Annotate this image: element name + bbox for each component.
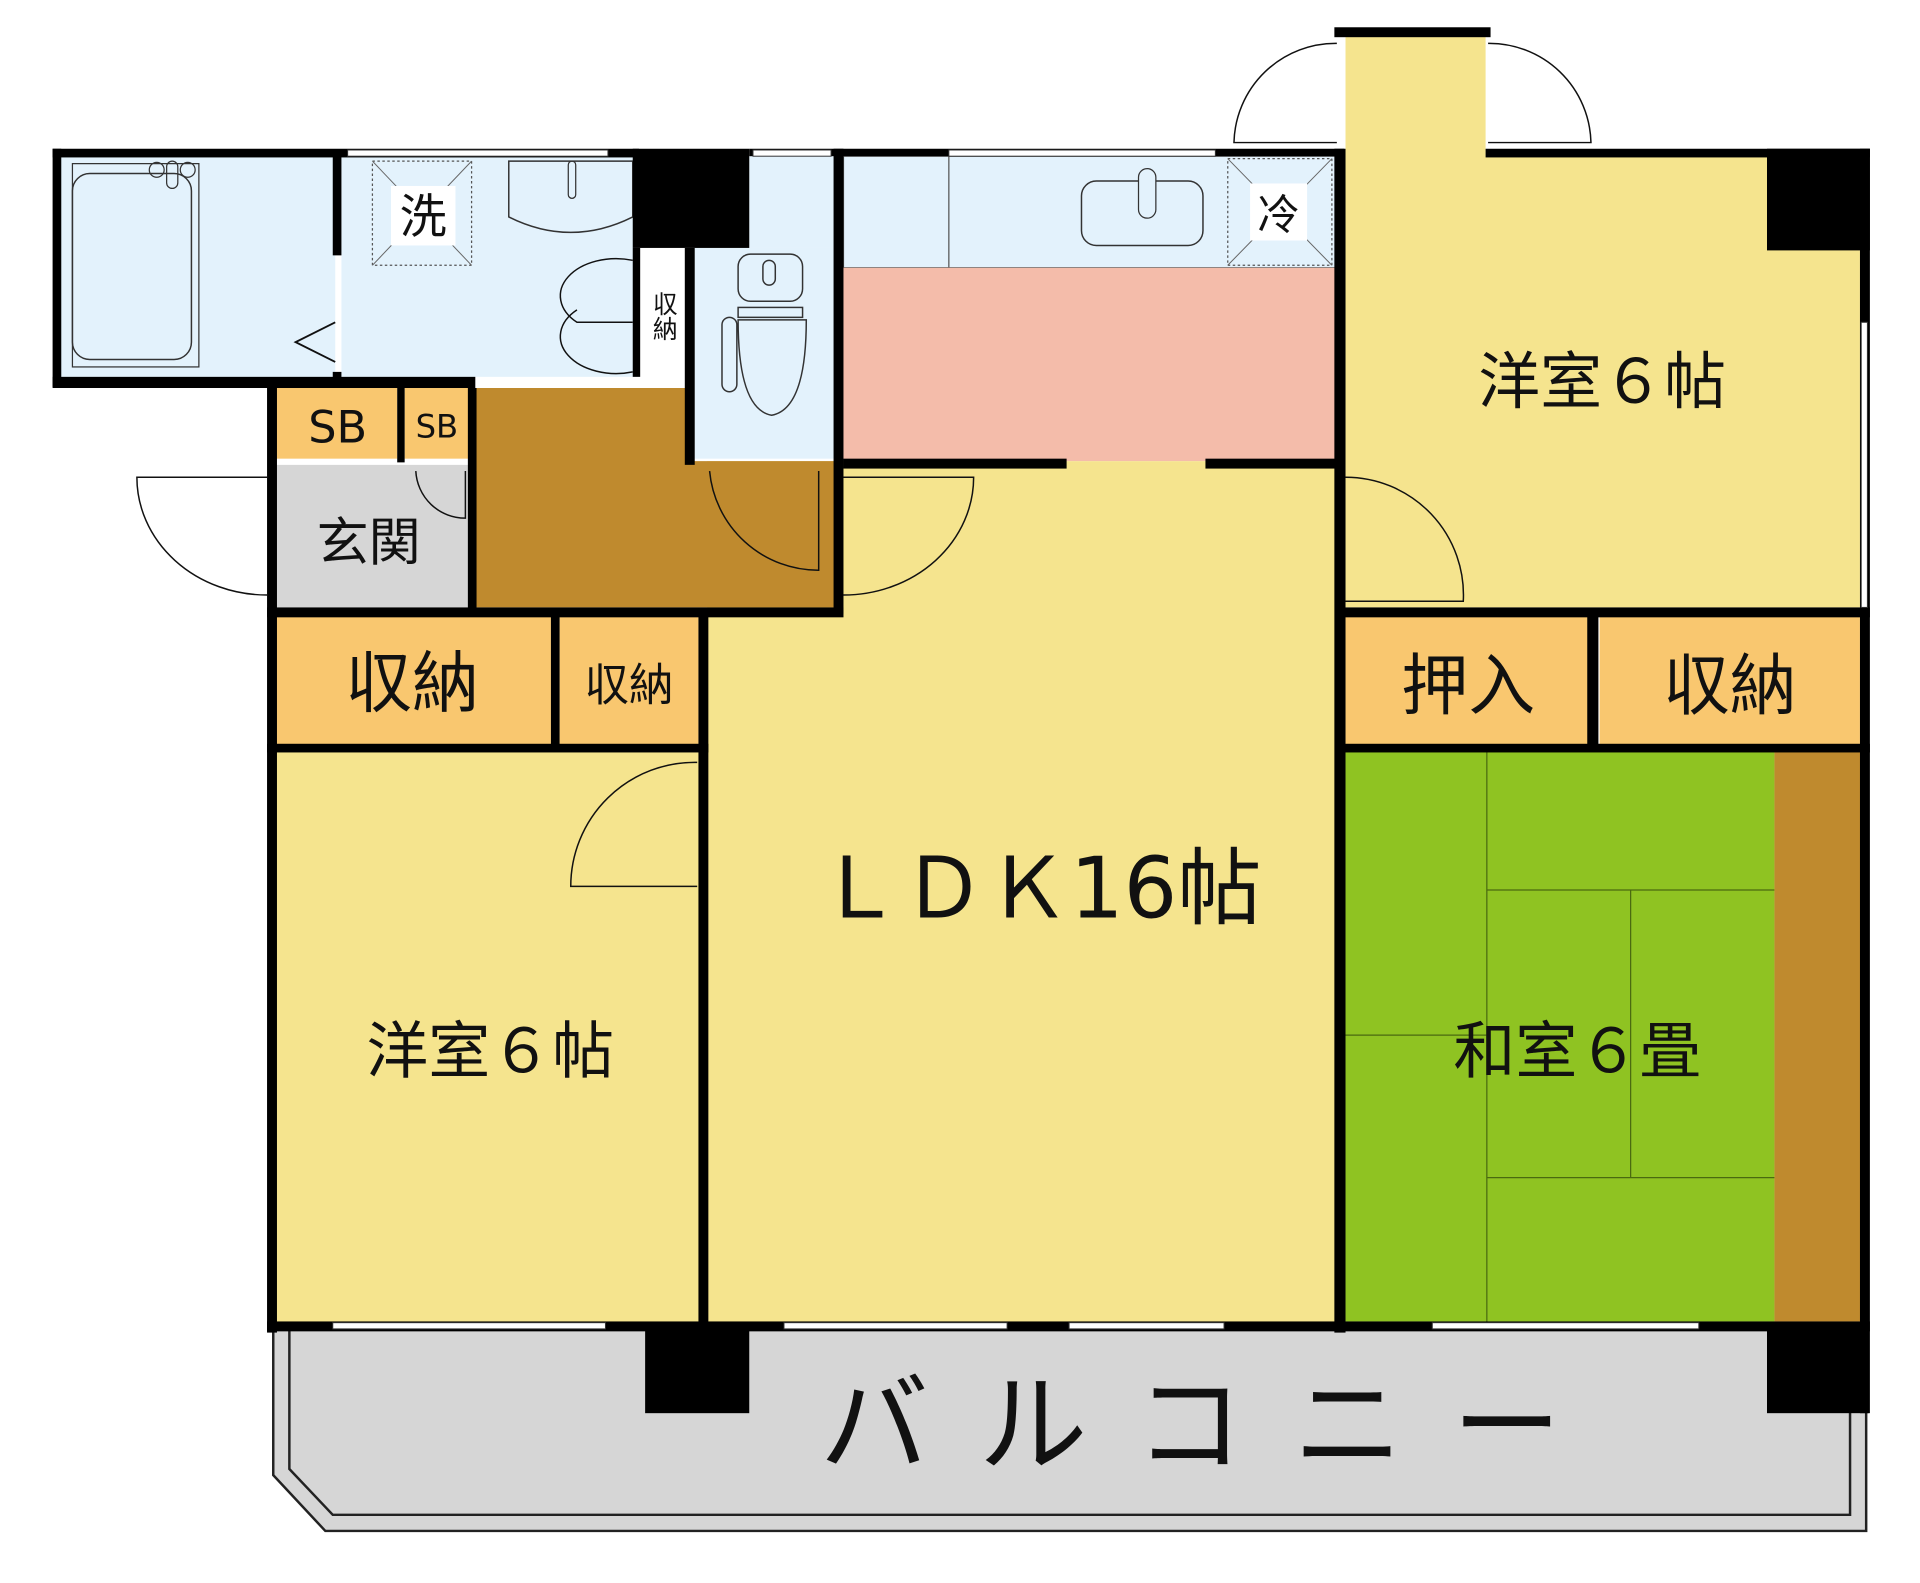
hallway <box>475 388 839 608</box>
washroom <box>341 156 639 377</box>
kitchen-floor <box>843 267 1337 462</box>
storage-washroom-label: 収納 <box>649 291 678 341</box>
balcony-label: バルコニー <box>820 1362 1611 1489</box>
storage-left-small-label: 収納 <box>584 659 673 711</box>
japanese-room-label: 和室６畳 <box>1453 1014 1701 1087</box>
washer-label: 洗 <box>400 190 447 245</box>
doors[interactable] <box>136 42 1592 888</box>
balcony <box>272 1325 1869 1533</box>
western-room-left <box>275 751 700 1327</box>
western-room-left-label: 洋室６帖 <box>366 1014 614 1087</box>
storage-right <box>1599 616 1860 746</box>
shoebox-2-label: SB <box>416 408 459 446</box>
tatami-room <box>1345 751 1862 1322</box>
storage-oshiire <box>1345 616 1589 746</box>
toilet-room <box>749 156 837 248</box>
storage-left-large <box>275 616 551 746</box>
bathroom <box>60 156 336 377</box>
oshiire-label: 押入 <box>1401 647 1535 725</box>
fridge-label: 冷 <box>1258 190 1300 239</box>
western-room-right-label: 洋室６帖 <box>1478 345 1726 418</box>
washer-pan <box>371 160 473 266</box>
toilet-icon <box>721 253 808 417</box>
storage-left-large-label: 収納 <box>345 645 479 723</box>
storage-right-label: 収納 <box>1663 647 1797 725</box>
windows[interactable] <box>332 149 1868 1330</box>
storage-left-small <box>559 616 699 746</box>
entrance-floor <box>275 464 476 608</box>
entrance-label: 玄関 <box>317 513 421 573</box>
western-room-right <box>1345 34 1860 608</box>
tokonoma <box>1774 751 1862 1322</box>
shoebox-1-label: SB <box>308 402 367 454</box>
shoebox-2 <box>404 388 470 459</box>
shoebox-1 <box>275 388 398 459</box>
sink-icon <box>508 160 634 234</box>
ldk-label: ＬＤＫ16帖 <box>817 839 1261 937</box>
bathtub-icon <box>71 172 193 361</box>
